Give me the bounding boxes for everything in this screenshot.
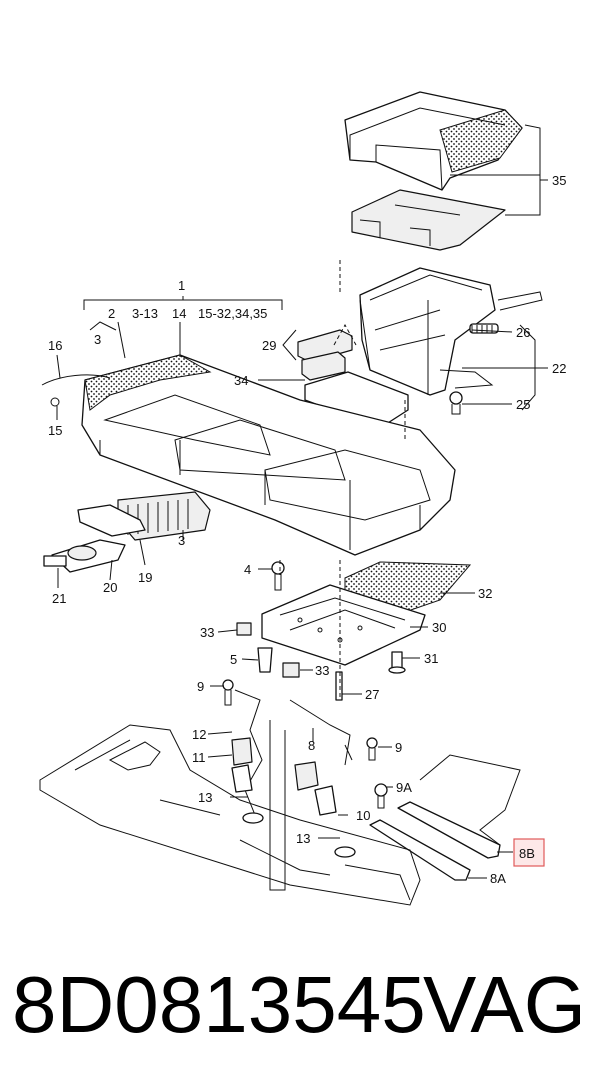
callout-3-top: 3 <box>94 332 101 347</box>
trim-clip-16 <box>41 374 111 386</box>
armrest-assembly <box>344 91 523 251</box>
callout-16: 16 <box>48 338 62 353</box>
callout-22: 22 <box>552 361 566 376</box>
callout-11: 11 <box>192 750 206 765</box>
callout-1: 1 <box>178 278 185 293</box>
callout-32: 32 <box>478 586 492 601</box>
belt-buckle-center <box>289 699 356 858</box>
callout-8B: 8B <box>519 846 535 861</box>
fasteners <box>222 561 406 809</box>
callout-15-32-34-35: 15-32,34,35 <box>198 306 267 321</box>
callout-3-box: 3 <box>178 533 185 548</box>
trim-covers <box>297 329 353 381</box>
exploded-parts-diagram: 1 2 3-13 14 15-32,34,35 3 16 15 35 29 26… <box>39 91 566 906</box>
lower-frame <box>261 561 472 666</box>
callout-26: 26 <box>516 325 530 340</box>
callout-19: 19 <box>138 570 152 585</box>
floor-pan <box>39 720 521 906</box>
callout-34: 34 <box>234 373 248 388</box>
callout-8: 8 <box>308 738 315 753</box>
part-number: 8D0813545 <box>12 960 426 1049</box>
callout-9A: 9A <box>396 780 412 795</box>
callout-8A: 8A <box>490 871 506 886</box>
callout-10: 10 <box>356 808 370 823</box>
callout-9-left: 9 <box>197 679 204 694</box>
pad-34 <box>304 371 409 429</box>
callout-29: 29 <box>262 338 276 353</box>
cupholder-insert <box>43 491 211 573</box>
callout-9-right: 9 <box>395 740 402 755</box>
callout-25: 25 <box>516 397 530 412</box>
callout-14: 14 <box>172 306 186 321</box>
callout-4: 4 <box>244 562 251 577</box>
callout-12: 12 <box>192 727 206 742</box>
callout-20: 20 <box>103 580 117 595</box>
callout-labels: 1 2 3-13 14 15-32,34,35 3 16 15 35 29 26… <box>48 173 566 886</box>
screw-25 <box>449 391 463 415</box>
callout-2: 2 <box>108 306 115 321</box>
callout-33-bottom: 33 <box>315 663 329 678</box>
leader-lines <box>56 124 548 879</box>
brand-name: VAG <box>422 960 586 1049</box>
callout-33-top: 33 <box>200 625 214 640</box>
callout-15: 15 <box>48 423 62 438</box>
callout-30: 30 <box>432 620 446 635</box>
clip-15 <box>50 397 60 407</box>
callout-13-left: 13 <box>198 790 212 805</box>
callout-8B-highlight[interactable]: 8B <box>513 838 545 867</box>
callout-31: 31 <box>424 651 438 666</box>
callout-27: 27 <box>365 687 379 702</box>
belt-buckle-left <box>231 689 264 824</box>
callout-5: 5 <box>230 652 237 667</box>
mount-bars <box>369 801 501 881</box>
center-bracket-mechanism <box>359 267 543 396</box>
callout-13-right: 13 <box>296 831 310 846</box>
callout-21: 21 <box>52 591 66 606</box>
callout-35: 35 <box>552 173 566 188</box>
callout-3-13: 3-13 <box>132 306 158 321</box>
